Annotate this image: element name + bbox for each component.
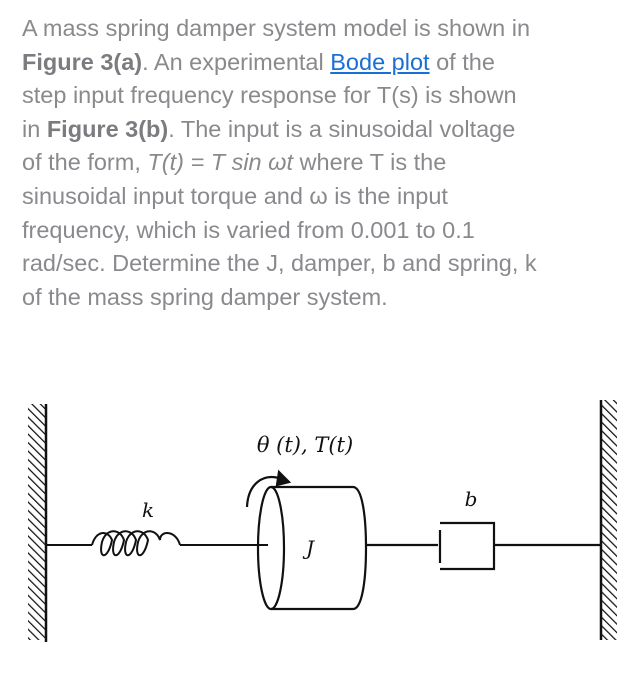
spring-icon [46,530,268,557]
bode-plot-link[interactable]: Bode plot [330,48,430,75]
inertia-label: J [302,536,315,560]
left-wall-icon [28,404,48,642]
inertia-cylinder-icon [256,485,438,611]
text-line-7: frequency, which is varied from 0.001 to… [22,216,475,243]
rotation-arrow-icon [245,469,292,508]
right-wall-icon [599,400,617,640]
text-line-1: A mass spring damper system model is sho… [22,15,531,41]
mass-spring-damper-diagram: k J θ (t), T(t) b [0,390,641,650]
input-equation: T(t) = T sin ωt [147,149,293,176]
figure-3b-ref: Figure 3(b) [46,115,169,142]
question-text: A mass spring damper system model is sho… [22,12,632,314]
text-line-5: of the form, T(t) = T sin ωt where T is … [22,149,447,176]
damper-label: b [465,487,478,511]
text-line-3: step input frequency response for T(s) i… [22,82,517,109]
text-line-6: sinusoidal input torque and ω is the inp… [22,182,448,209]
text-line-4: in Figure 3(b). The input is a sinusoida… [22,115,516,142]
damper-icon [438,521,600,571]
figure-3a-ref: Figure 3(a) [22,48,143,75]
text-line-9: of the mass spring damper system. [22,283,388,310]
theta-torque-label: θ (t), T(t) [257,433,353,457]
spring-label: k [142,498,154,522]
text-line-2: Figure 3(a). An experimental Bode plot o… [22,48,495,75]
text-line-8: rad/sec. Determine the J, damper, b and … [22,250,537,277]
